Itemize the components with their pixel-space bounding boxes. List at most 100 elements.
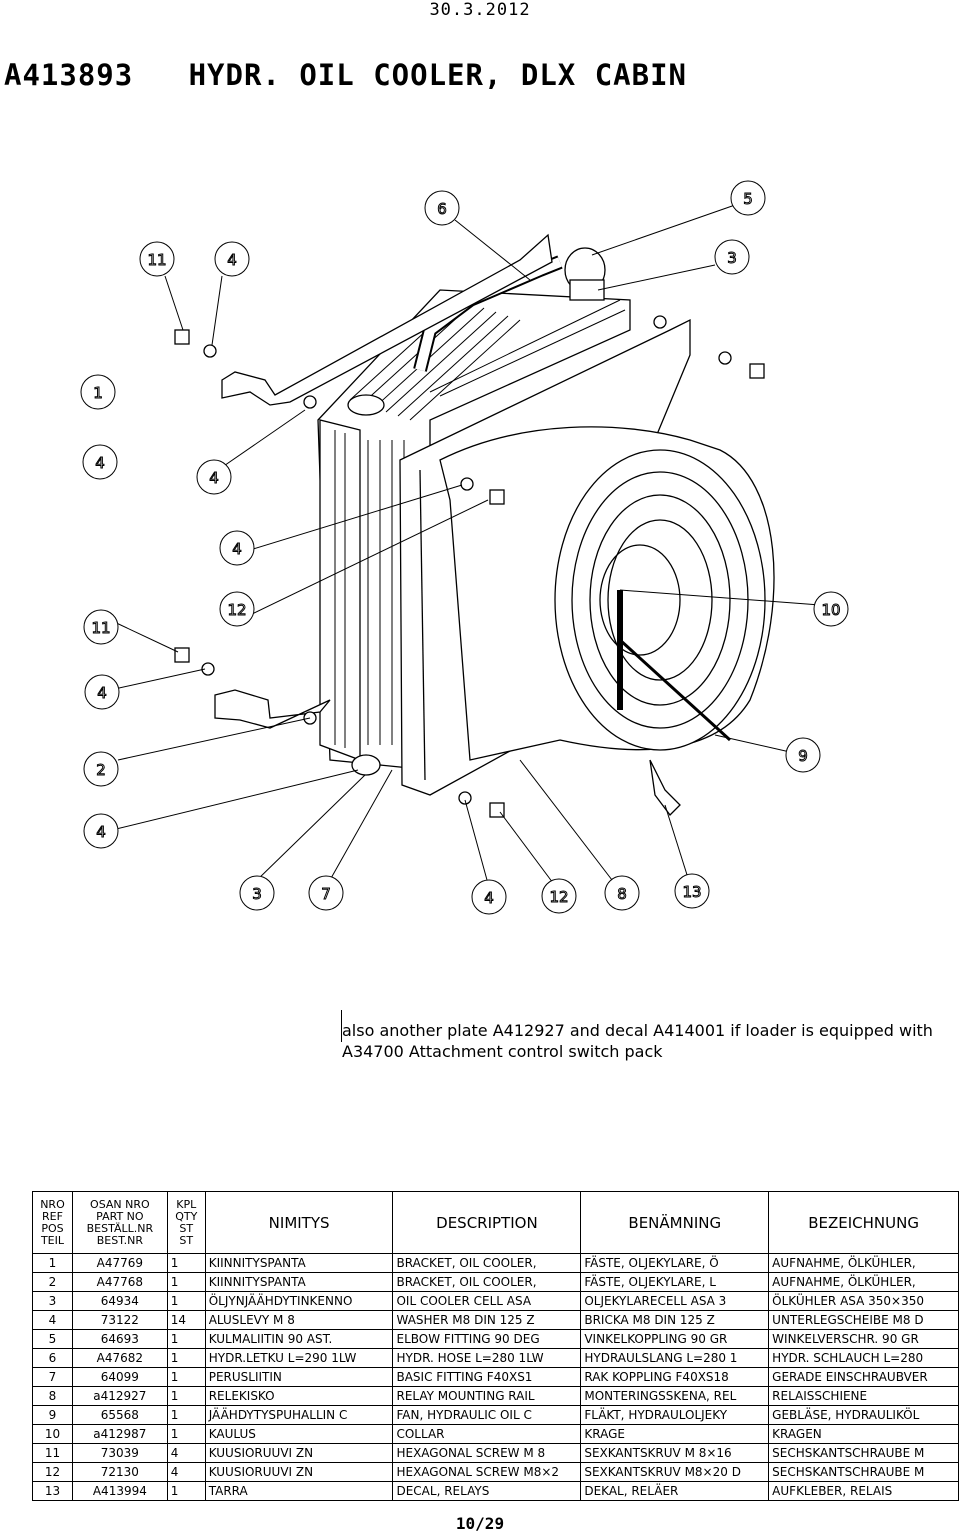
cell-ref: 11 xyxy=(32,1443,73,1463)
callout-4: 4 xyxy=(214,241,250,277)
cell-fi: ÖLJYNJÄÄHDYTINKENNO xyxy=(204,1291,394,1311)
cell-en: COLLAR xyxy=(392,1424,582,1444)
cell-qty: 4 xyxy=(166,1443,206,1463)
assembly-note: also another plate A412927 and decal A41… xyxy=(342,1020,933,1062)
cell-fi: KUUSIORUUVI ZN xyxy=(204,1443,394,1463)
svg-text:13: 13 xyxy=(682,883,701,901)
cell-de: AUFNAHME, ÖLKÜHLER, xyxy=(768,1253,959,1273)
cell-ref: 4 xyxy=(32,1310,73,1330)
cell-ref: 9 xyxy=(32,1405,73,1425)
svg-text:6: 6 xyxy=(437,200,447,218)
cell-ref: 8 xyxy=(32,1386,73,1406)
callout-4: 4 xyxy=(196,459,232,495)
cell-fi: KUUSIORUUVI ZN xyxy=(204,1462,394,1482)
cell-fi: TARRA xyxy=(204,1481,394,1501)
cell-en: BRACKET, OIL COOLER, xyxy=(392,1253,582,1273)
cell-fi: ALUSLEVY M 8 xyxy=(204,1310,394,1330)
callout-3: 3 xyxy=(239,875,275,911)
cell-fi: KIINNITYSPANTA xyxy=(204,1253,394,1273)
svg-text:4: 4 xyxy=(96,823,106,841)
cell-qty: 1 xyxy=(166,1481,206,1501)
cell-ref: 1 xyxy=(32,1253,73,1273)
cell-sv: RAK KOPPLING F40XS18 xyxy=(580,1367,770,1387)
svg-text:4: 4 xyxy=(227,251,237,269)
cell-en: OIL COOLER CELL ASA xyxy=(392,1291,582,1311)
cell-part: A47768 xyxy=(71,1272,168,1292)
note-line-2: A34700 Attachment control switch pack xyxy=(342,1042,663,1061)
cell-fi: KAULUS xyxy=(204,1424,394,1444)
cell-fi: KULMALIITIN 90 AST. xyxy=(204,1329,394,1349)
cell-de: SECHSKANTSCHRAUBE M xyxy=(768,1443,959,1463)
page-number: 10/29 xyxy=(455,1514,505,1533)
cell-de: KRAGEN xyxy=(768,1424,959,1444)
cell-ref: 2 xyxy=(32,1272,73,1292)
cell-qty: 1 xyxy=(166,1367,206,1387)
callout-9: 9 xyxy=(785,737,821,773)
cell-en: DECAL, RELAYS xyxy=(392,1481,582,1501)
svg-text:11: 11 xyxy=(91,619,110,637)
col-benamning-header: BENÄMNING xyxy=(580,1191,770,1254)
svg-text:11: 11 xyxy=(147,251,166,269)
callout-4: 4 xyxy=(82,444,118,480)
cell-ref: 7 xyxy=(32,1367,73,1387)
cell-part: 73122 xyxy=(71,1310,168,1330)
cell-sv: SEXKANTSKRUV M 8×16 xyxy=(580,1443,770,1463)
cell-en: HEXAGONAL SCREW M 8 xyxy=(392,1443,582,1463)
cell-qty: 4 xyxy=(166,1462,206,1482)
cell-en: BASIC FITTING F40XS1 xyxy=(392,1367,582,1387)
svg-text:12: 12 xyxy=(227,601,246,619)
cell-qty: 1 xyxy=(166,1348,206,1368)
cell-en: WASHER M8 DIN 125 Z xyxy=(392,1310,582,1330)
callout-4: 4 xyxy=(471,879,507,915)
cell-part: 64934 xyxy=(71,1291,168,1311)
callout-5: 5 xyxy=(730,180,766,216)
cell-ref: 5 xyxy=(32,1329,73,1349)
cell-en: RELAY MOUNTING RAIL xyxy=(392,1386,582,1406)
svg-text:4: 4 xyxy=(484,889,494,907)
callout-4: 4 xyxy=(219,530,255,566)
callout-12: 12 xyxy=(541,878,577,914)
callout-4: 4 xyxy=(83,813,119,849)
cell-sv: OLJEKYLARECELL ASA 3 xyxy=(580,1291,770,1311)
cell-fi: KIINNITYSPANTA xyxy=(204,1272,394,1292)
cell-en: HEXAGONAL SCREW M8×2 xyxy=(392,1462,582,1482)
cell-en: HYDR. HOSE L=280 1LW xyxy=(392,1348,582,1368)
cell-part: 64693 xyxy=(71,1329,168,1349)
cell-part: 64099 xyxy=(71,1367,168,1387)
svg-text:7: 7 xyxy=(321,885,331,903)
cell-qty: 1 xyxy=(166,1272,206,1292)
cell-ref: 13 xyxy=(32,1481,73,1501)
cell-part: A47769 xyxy=(71,1253,168,1273)
cell-part: 73039 xyxy=(71,1443,168,1463)
cell-part: a412987 xyxy=(71,1424,168,1444)
cell-fi: HYDR.LETKU L=290 1LW xyxy=(204,1348,394,1368)
note-marker xyxy=(341,1010,342,1042)
cell-ref: 3 xyxy=(32,1291,73,1311)
page-title: A413893 HYDR. OIL COOLER, DLX CABIN xyxy=(4,58,688,92)
callout-1: 1 xyxy=(80,374,116,410)
svg-text:8: 8 xyxy=(617,885,627,903)
cell-qty: 1 xyxy=(166,1329,206,1349)
cell-en: BRACKET, OIL COOLER, xyxy=(392,1272,582,1292)
svg-text:1: 1 xyxy=(93,384,103,402)
svg-text:4: 4 xyxy=(95,454,105,472)
cell-sv: VINKELKOPPLING 90 GR xyxy=(580,1329,770,1349)
cell-qty: 1 xyxy=(166,1386,206,1406)
cell-ref: 10 xyxy=(32,1424,73,1444)
cell-de: AUFKLEBER, RELAIS xyxy=(768,1481,959,1501)
cell-de: GEBLÄSE, HYDRAULIKÖL xyxy=(768,1405,959,1425)
svg-text:3: 3 xyxy=(252,885,262,903)
cell-part: 72130 xyxy=(71,1462,168,1482)
callout-8: 8 xyxy=(604,875,640,911)
svg-text:4: 4 xyxy=(232,540,242,558)
